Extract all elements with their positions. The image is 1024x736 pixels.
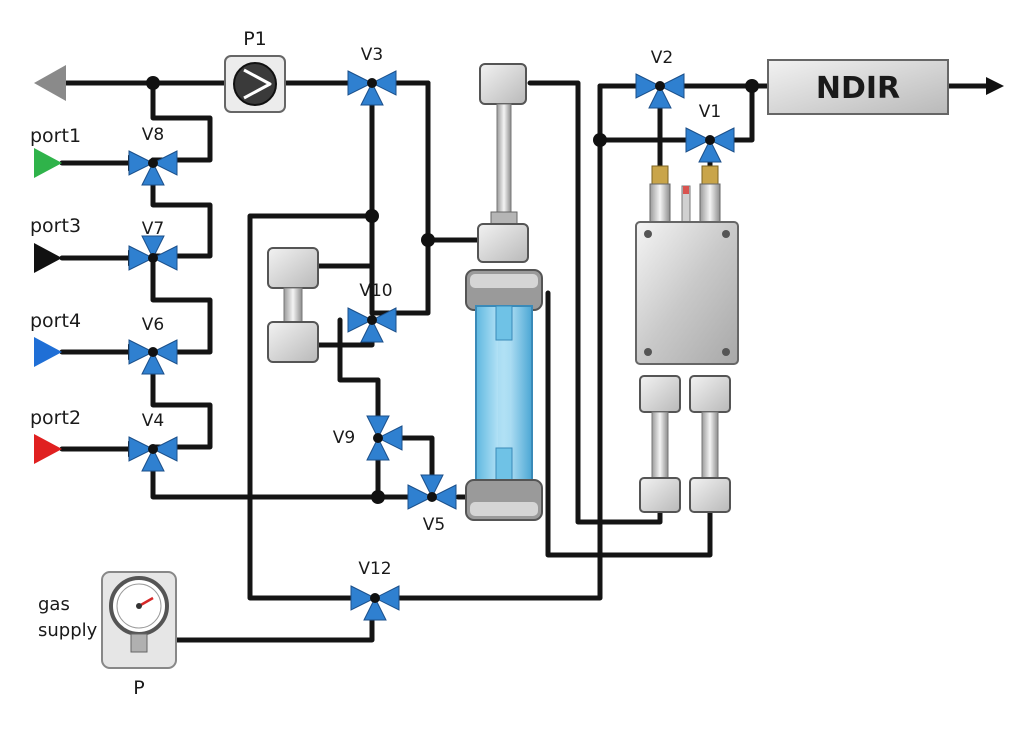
valve-v4-label: V4 [142, 411, 164, 431]
valve-v8-label: V8 [142, 125, 164, 145]
valve-v10-label: V10 [359, 281, 392, 301]
valve-v2[interactable] [635, 73, 685, 109]
valve-v12[interactable] [350, 585, 400, 621]
valve-v1-label: V1 [699, 102, 721, 122]
valve-v7-label: V7 [142, 219, 164, 239]
ndir-outlet-arrow-icon [986, 77, 1004, 95]
gauge-label: P [133, 677, 144, 699]
valve-v6[interactable] [128, 339, 178, 375]
valve-v5[interactable] [407, 474, 457, 510]
valve-v9[interactable] [366, 415, 403, 461]
glass-reaction-cell [465, 269, 543, 521]
column-assembly [477, 63, 529, 263]
port3-label: port3 [30, 215, 81, 237]
port2-label: port2 [30, 407, 81, 429]
valve-v4[interactable] [128, 436, 178, 472]
valve-v3-label: V3 [361, 45, 383, 65]
gas-supply-label-line2: supply [38, 620, 98, 641]
pump-label: P1 [243, 28, 267, 50]
valve-v9-label: V9 [333, 428, 355, 448]
labels: P1 NDIR port1 port3 port4 port2 V8 V7 V6… [30, 28, 900, 699]
valve-v1[interactable] [685, 127, 735, 163]
port4-label: port4 [30, 310, 81, 332]
valve-v2-label: V2 [651, 48, 673, 68]
port1-label: port1 [30, 125, 81, 147]
ndir-analyzer[interactable] [767, 59, 949, 115]
valve-v5-label: V5 [423, 515, 445, 535]
junction-nodes [146, 76, 759, 504]
gas-supply-label-line1: gas [38, 594, 70, 615]
exhaust-arrow-icon [34, 65, 66, 101]
valve-v8[interactable] [128, 150, 178, 186]
valve-v10[interactable] [347, 307, 397, 343]
valve-v6-label: V6 [142, 315, 164, 335]
valve-v7[interactable] [128, 235, 178, 271]
small-column-assembly [267, 247, 319, 363]
detector-module [635, 165, 739, 513]
valve-v3[interactable] [347, 70, 397, 106]
pressure-gauge-p [101, 571, 177, 669]
valve-v12-label: V12 [358, 559, 391, 579]
ndir-label: NDIR [816, 71, 900, 106]
pump-p1[interactable] [224, 55, 286, 113]
